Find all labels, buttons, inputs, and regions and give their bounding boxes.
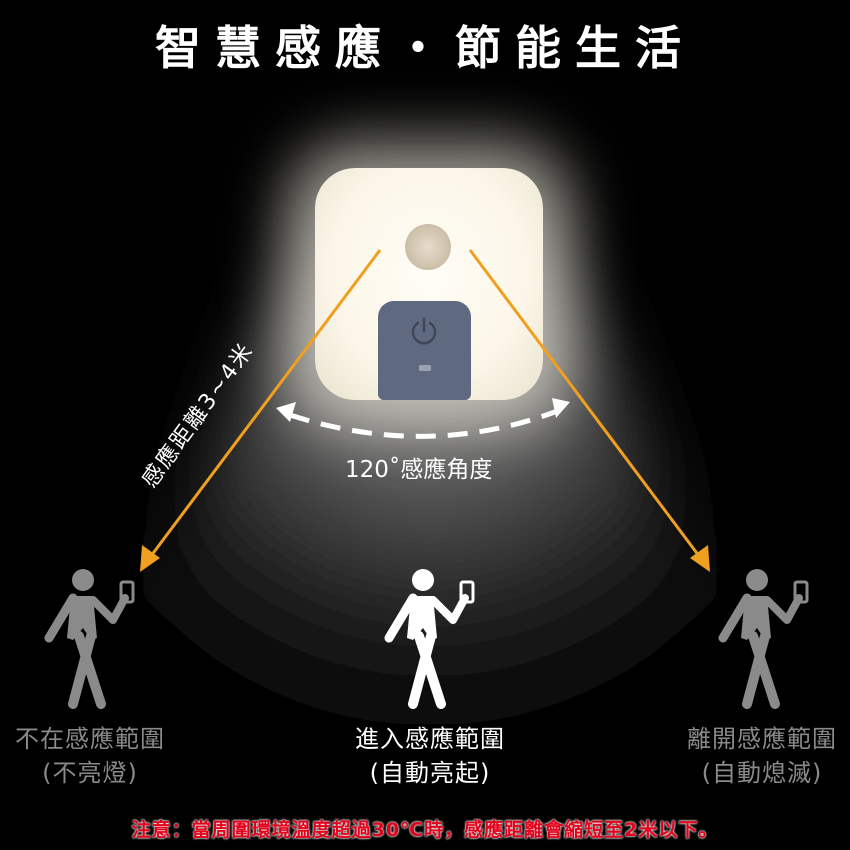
state-title: 進入感應範圍 [355, 725, 505, 753]
left-range-arrow [140, 249, 382, 572]
person-with-phone-icon [384, 569, 475, 709]
power-icon [411, 317, 437, 345]
state-leave-range: 離開感應範圍 (自動熄滅) [672, 722, 850, 790]
page-title: 智慧感應・節能生活 [155, 21, 695, 75]
angle-arc-arrow [276, 398, 570, 439]
state-title: 離開感應範圍 [687, 725, 837, 753]
state-subtitle: (不亮燈) [42, 759, 138, 787]
right-range-arrow [468, 249, 710, 572]
sensing-angle-label: 120˚感應角度 [345, 457, 493, 483]
control-panel [378, 301, 471, 400]
motion-sensor [405, 224, 451, 270]
state-enter-range: 進入感應範圍 (自動亮起) [340, 722, 520, 790]
warning-note: 注意：當周圍環境溫度超過30℃時，感應距離會縮短至2米以下。 [131, 819, 719, 841]
state-subtitle: (自動亮起) [369, 759, 491, 787]
state-subtitle: (自動熄滅) [701, 759, 823, 787]
person-with-phone-icon [44, 569, 135, 709]
indicator-led [419, 365, 431, 371]
person-with-phone-icon [718, 569, 809, 709]
state-out-of-range: 不在感應範圍 (不亮燈) [0, 722, 180, 790]
state-title: 不在感應範圍 [15, 725, 165, 753]
